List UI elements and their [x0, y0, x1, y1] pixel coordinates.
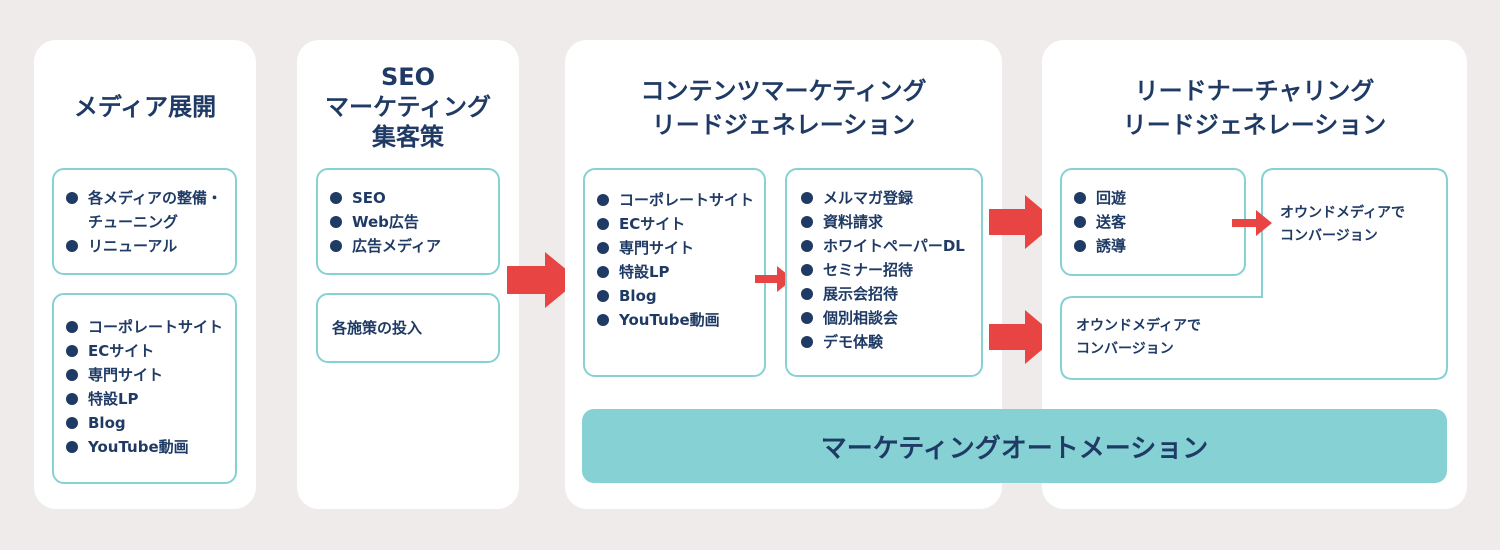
arrow-right-icon	[989, 310, 1057, 364]
list-item: 各メディアの整備・チューニング	[66, 186, 229, 234]
list-item: ホワイトペーパーDL	[801, 234, 975, 258]
conversion-text-lower: オウンドメディアで コンバージョン	[1076, 318, 1202, 357]
arrow-right-icon	[755, 266, 793, 292]
seo-panel: SEO マーケティング 集客策 SEO Web広告 広告メディア 各施策の投入	[297, 40, 519, 509]
seo-panel-title: SEO マーケティング 集客策	[324, 63, 492, 151]
media-panel-title: メディア展開	[73, 93, 217, 121]
list-item: 誘導	[1074, 234, 1238, 258]
media-panel: メディア展開 各メディアの整備・チューニング リニューアル コーポレートサイト …	[34, 40, 256, 509]
list-item: 送客	[1074, 210, 1238, 234]
list-item: YouTube動画	[66, 435, 229, 459]
list-item: リニューアル	[66, 234, 229, 258]
list-item: メルマガ登録	[801, 186, 975, 210]
list-item: Web広告	[330, 210, 492, 234]
list-item: YouTube動画	[597, 308, 758, 332]
list-item: デモ体験	[801, 330, 975, 354]
list-item: Blog	[66, 411, 229, 435]
media-maintenance-box: 各メディアの整備・チューニング リニューアル	[52, 168, 237, 275]
conversion-box-outline	[1060, 168, 1448, 380]
list-item: 特設LP	[66, 387, 229, 411]
list-item: コーポレートサイト	[66, 315, 229, 339]
list-item: セミナー招待	[801, 258, 975, 282]
nurture-actions-box: 回遊 送客 誘導	[1060, 168, 1246, 276]
content-marketing-title: コンテンツマーケティング リードジェネレーション	[640, 77, 927, 139]
list-item: SEO	[330, 186, 492, 210]
list-item: ECサイト	[66, 339, 229, 363]
media-sites-box: コーポレートサイト ECサイト 専門サイト 特設LP Blog YouTube動…	[52, 293, 237, 484]
list-item: 専門サイト	[66, 363, 229, 387]
list-item: ECサイト	[597, 212, 758, 236]
seo-channels-box: SEO Web広告 広告メディア	[316, 168, 500, 275]
list-item: 特設LP	[597, 260, 758, 284]
list-item: 個別相談会	[801, 306, 975, 330]
arrow-right-icon	[989, 195, 1057, 249]
list-item: 回遊	[1074, 186, 1238, 210]
content-channels-box: コーポレートサイト ECサイト 専門サイト 特設LP Blog YouTube動…	[583, 168, 766, 377]
seo-measures-text: 各施策の投入	[332, 319, 423, 337]
arrow-right-icon	[507, 252, 579, 308]
marketing-automation-bar: マーケティングオートメーション	[582, 409, 1447, 483]
arrow-right-icon	[1232, 210, 1272, 236]
conversion-text-upper: オウンドメディアで コンバージョン	[1280, 205, 1406, 244]
seo-measures-box: 各施策の投入	[316, 293, 500, 363]
list-item: 専門サイト	[597, 236, 758, 260]
lead-gen-actions-box: メルマガ登録 資料請求 ホワイトペーパーDL セミナー招待 展示会招待 個別相談…	[785, 168, 983, 377]
list-item: Blog	[597, 284, 758, 308]
list-item: 広告メディア	[330, 234, 492, 258]
lead-nurturing-title: リードナーチャリング リードジェネレーション	[1122, 77, 1387, 139]
list-item: コーポレートサイト	[597, 188, 758, 212]
list-item: 資料請求	[801, 210, 975, 234]
list-item: 展示会招待	[801, 282, 975, 306]
